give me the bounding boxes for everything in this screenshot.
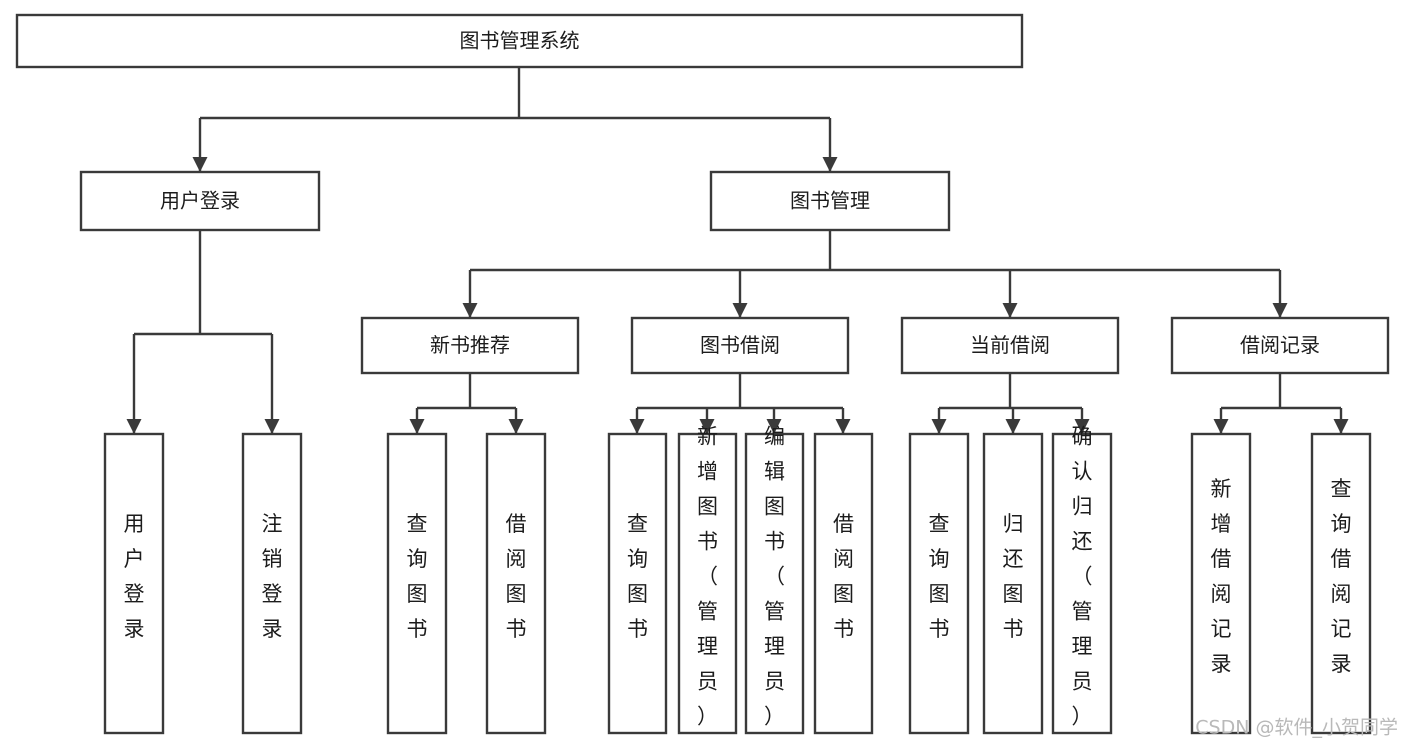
node-label: 编辑图书（管理员） bbox=[764, 425, 785, 729]
connectors-layer bbox=[126, 67, 1349, 434]
node-box-level2[interactable] bbox=[630, 316, 850, 375]
node-box-root[interactable] bbox=[15, 13, 1024, 69]
connector-book-management bbox=[462, 230, 1288, 318]
node-label: 借阅图书 bbox=[506, 512, 527, 641]
node-leaf-query-book-current[interactable]: 查询图书 bbox=[908, 432, 970, 735]
arrow-head-icon bbox=[1005, 419, 1021, 434]
node-user-login[interactable]: 用户登录 bbox=[79, 170, 321, 232]
arrow-head-icon bbox=[264, 419, 280, 434]
node-leaf-query-book-borrow[interactable]: 查询图书 bbox=[607, 432, 668, 735]
node-box-leaf[interactable] bbox=[744, 432, 805, 735]
arrow-head-icon bbox=[126, 419, 142, 434]
node-book-management[interactable]: 图书管理 bbox=[709, 170, 951, 232]
node-box-leaf[interactable] bbox=[485, 432, 547, 735]
node-leaf-return-book[interactable]: 归还图书 bbox=[982, 432, 1044, 735]
node-borrow-record[interactable]: 借阅记录 bbox=[1170, 316, 1390, 375]
node-label: 查询借阅记录 bbox=[1331, 477, 1352, 676]
node-leaf-query-borrow-record[interactable]: 查询借阅记录 bbox=[1310, 432, 1372, 735]
node-label: 新增图书（管理员） bbox=[697, 425, 718, 729]
arrow-head-icon bbox=[732, 303, 748, 318]
node-label: 图书管理 bbox=[790, 189, 870, 213]
node-box-level2[interactable] bbox=[1170, 316, 1390, 375]
node-box-leaf[interactable] bbox=[908, 432, 970, 735]
node-leaf-query-book-new[interactable]: 查询图书 bbox=[386, 432, 448, 735]
watermark-label: CSDN @软件_小贺同学 bbox=[1195, 717, 1398, 739]
arrow-head-icon bbox=[1213, 419, 1229, 434]
connector-root bbox=[192, 67, 838, 172]
arrow-head-icon bbox=[1002, 303, 1018, 318]
arrow-head-icon bbox=[1272, 303, 1288, 318]
node-label: 图书管理系统 bbox=[460, 29, 580, 53]
node-current-borrow[interactable]: 当前借阅 bbox=[900, 316, 1120, 375]
node-new-book-recommend[interactable]: 新书推荐 bbox=[360, 316, 580, 375]
arrow-head-icon bbox=[766, 419, 782, 434]
node-box-level2[interactable] bbox=[900, 316, 1120, 375]
arrow-head-icon bbox=[1333, 419, 1349, 434]
node-root[interactable]: 图书管理系统 bbox=[15, 13, 1024, 69]
node-label: 新书推荐 bbox=[430, 333, 510, 357]
arrow-head-icon bbox=[508, 419, 524, 434]
node-leaf-user-login[interactable]: 用户登录 bbox=[103, 432, 165, 735]
node-leaf-edit-book-admin[interactable]: 编辑图书（管理员） bbox=[744, 425, 805, 735]
node-label: 确认归还（管理员） bbox=[1072, 425, 1093, 729]
node-label: 用户登录 bbox=[160, 189, 240, 213]
node-leaf-add-borrow-record[interactable]: 新增借阅记录 bbox=[1190, 432, 1252, 735]
connector-book-borrow bbox=[629, 373, 851, 434]
node-label: 图书借阅 bbox=[700, 333, 780, 357]
arrow-head-icon bbox=[822, 157, 838, 172]
node-label: 用户登录 bbox=[124, 512, 145, 641]
node-box-level1[interactable] bbox=[709, 170, 951, 232]
node-box-leaf[interactable] bbox=[386, 432, 448, 735]
node-label: 查询图书 bbox=[929, 512, 950, 641]
connector-new-book-recommend bbox=[409, 373, 524, 434]
node-box-leaf[interactable] bbox=[1051, 432, 1113, 735]
node-box-leaf[interactable] bbox=[103, 432, 165, 735]
node-box-leaf[interactable] bbox=[241, 432, 303, 735]
arrow-head-icon bbox=[1074, 419, 1090, 434]
connector-borrow-record bbox=[1213, 373, 1349, 434]
node-leaf-borrow-book-new[interactable]: 借阅图书 bbox=[485, 432, 547, 735]
node-label: 注销登录 bbox=[262, 512, 283, 641]
node-label: 当前借阅 bbox=[970, 333, 1050, 357]
node-label: 新增借阅记录 bbox=[1211, 477, 1232, 676]
node-box-leaf[interactable] bbox=[982, 432, 1044, 735]
node-box-level1[interactable] bbox=[79, 170, 321, 232]
node-label: 归还图书 bbox=[1003, 512, 1024, 641]
node-leaf-logout[interactable]: 注销登录 bbox=[241, 432, 303, 735]
node-label: 查询图书 bbox=[627, 512, 648, 641]
node-box-leaf[interactable] bbox=[1310, 432, 1372, 735]
node-leaf-borrow-book[interactable]: 借阅图书 bbox=[813, 432, 874, 735]
connector-current-borrow bbox=[931, 373, 1090, 434]
node-leaf-add-book-admin[interactable]: 新增图书（管理员） bbox=[677, 425, 738, 735]
arrow-head-icon bbox=[629, 419, 645, 434]
arrow-head-icon bbox=[699, 419, 715, 434]
node-book-borrow[interactable]: 图书借阅 bbox=[630, 316, 850, 375]
nodes-layer: 图书管理系统用户登录图书管理新书推荐图书借阅当前借阅借阅记录用户登录注销登录查询… bbox=[15, 13, 1390, 735]
node-label: 借阅记录 bbox=[1240, 333, 1320, 357]
node-box-leaf[interactable] bbox=[813, 432, 874, 735]
connector-user-login bbox=[126, 230, 280, 434]
node-box-leaf[interactable] bbox=[607, 432, 668, 735]
arrow-head-icon bbox=[409, 419, 425, 434]
arrow-head-icon bbox=[192, 157, 208, 172]
arrow-head-icon bbox=[931, 419, 947, 434]
node-box-level2[interactable] bbox=[360, 316, 580, 375]
arrow-head-icon bbox=[462, 303, 478, 318]
node-box-leaf[interactable] bbox=[1190, 432, 1252, 735]
arrow-head-icon bbox=[835, 419, 851, 434]
node-label: 借阅图书 bbox=[833, 512, 854, 641]
node-box-leaf[interactable] bbox=[677, 432, 738, 735]
node-leaf-confirm-return-admin[interactable]: 确认归还（管理员） bbox=[1051, 425, 1113, 735]
node-label: 查询图书 bbox=[407, 512, 428, 641]
